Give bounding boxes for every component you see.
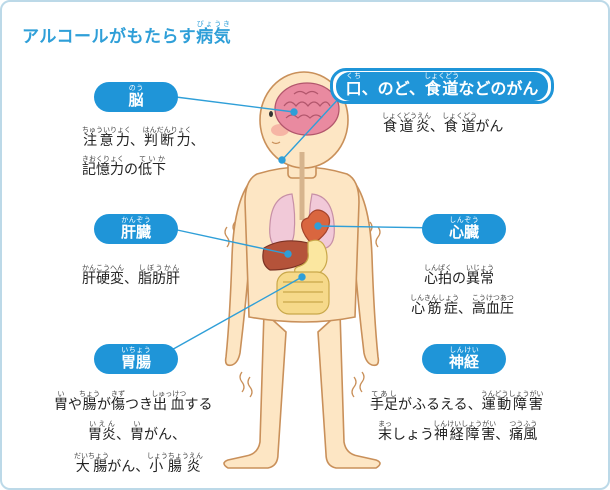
label-liver: 肝臓かんぞう (94, 214, 178, 244)
desc-nerve-line2: 末まっしょう神経障害しんけいしょうがい、痛風つうふう (378, 420, 538, 443)
label-heart: 心臓しんぞう (422, 214, 506, 244)
label-stomach-intestine: 胃腸いちょう (94, 344, 178, 374)
desc-stomach-line1: 胃いや腸ちょうが傷きずつき出血しゅっけつする (54, 390, 213, 413)
desc-stomach-line3: 大腸だいちょうがん、小腸炎しょうちょうえん (74, 452, 203, 475)
title-text: アルコールがもたらす (22, 27, 197, 47)
leader-lines (167, 81, 443, 353)
desc-liver-line1: 肝硬変かんこうへん、脂肪肝しぼうかん (82, 264, 180, 287)
desc-heart-line1: 心拍しんぱくの異常いじょう (424, 264, 494, 287)
desc-heart-line2: 心筋症しんきんしょう、高血圧こうけつあつ (410, 294, 514, 317)
desc-stomach-line2: 胃炎いえん、胃いがん、 (88, 420, 186, 443)
desc-mouth-line1: 食道炎しょくどうえん、食道しょくどうがん (382, 112, 504, 135)
intestine-organ-icon (276, 271, 330, 315)
label-mouth-throat-esophagus: 口くち、のど、食道しょくどうなどのがん (330, 68, 554, 104)
desc-brain-line2: 記憶力きおくりょくの低下ていか (82, 155, 166, 178)
desc-nerve-line1: 手足てあしがふるえる、運動障害うんどうしょうがい (370, 390, 544, 413)
diagram-title: アルコールがもたらす病気びょうき (22, 20, 231, 47)
title-kanji: 病気びょうき (196, 20, 232, 47)
label-nerve: 神経しんけい (422, 344, 506, 374)
face (269, 111, 281, 145)
desc-brain-line1: 注意力ちゅういりょく、判断力はんだんりょく、 (82, 126, 205, 149)
label-brain: 脳のう (94, 82, 178, 112)
